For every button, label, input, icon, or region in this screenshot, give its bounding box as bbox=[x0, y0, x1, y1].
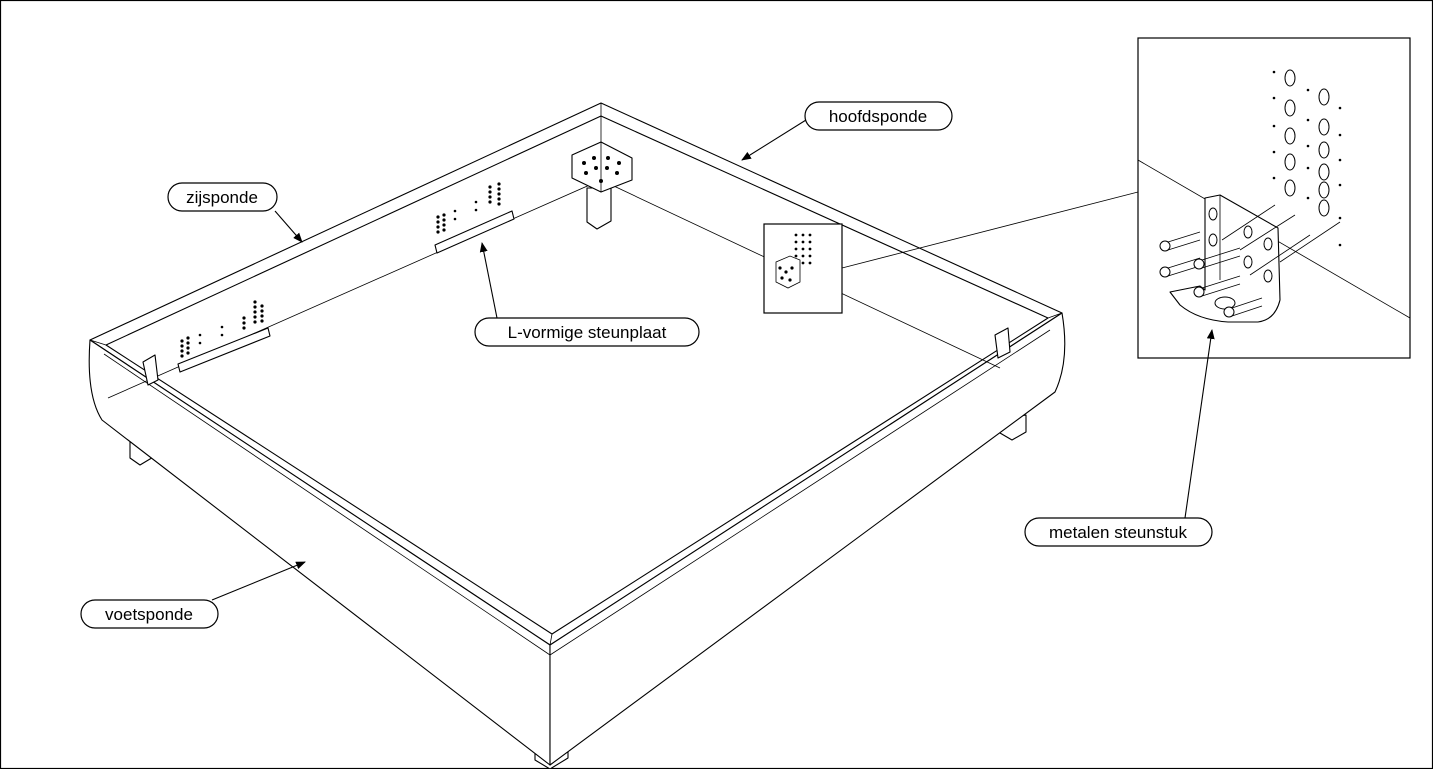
callout-hoofdsponde: hoofdsponde bbox=[741, 101, 953, 161]
callout-l-vormige-steunplaat: L-vormige steunplaat bbox=[474, 242, 700, 347]
detail-small-box bbox=[763, 223, 843, 314]
label-l-vormige-steunplaat: L-vormige steunplaat bbox=[508, 323, 667, 342]
l-bracket-far bbox=[434, 182, 515, 254]
label-metalen-steunstuk: metalen steunstuk bbox=[1049, 523, 1187, 542]
label-voetsponde: voetsponde bbox=[105, 605, 193, 624]
detail-connector bbox=[841, 191, 1139, 269]
detail-large-box bbox=[1137, 37, 1411, 359]
l-bracket-near bbox=[177, 300, 271, 373]
callout-zijsponde: zijsponde bbox=[167, 182, 303, 243]
right-side-face bbox=[549, 312, 1066, 766]
footboard-face bbox=[88, 339, 551, 766]
label-hoofdsponde: hoofdsponde bbox=[829, 107, 927, 126]
label-zijsponde: zijsponde bbox=[186, 188, 258, 207]
callout-metalen-steunstuk: metalen steunstuk bbox=[1024, 329, 1215, 547]
callout-voetsponde: voetsponde bbox=[80, 561, 306, 629]
bed-frame bbox=[88, 102, 1066, 769]
corner-metal-bracket bbox=[571, 141, 633, 193]
